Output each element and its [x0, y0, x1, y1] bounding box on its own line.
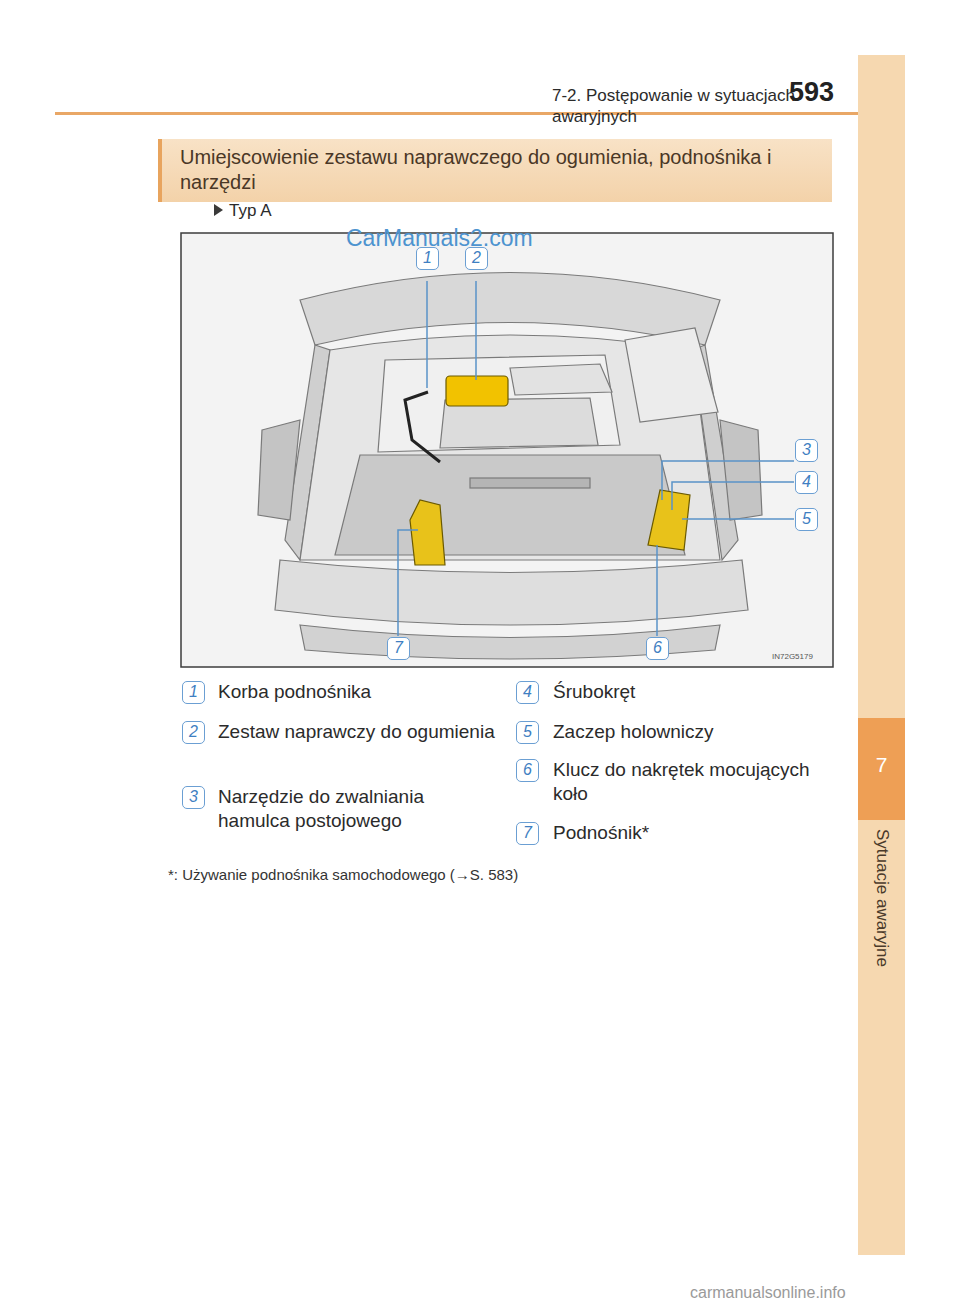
part-name: Zestaw naprawczy do ogumienia: [218, 720, 496, 744]
callout-number: 1: [182, 681, 205, 704]
illustration-part: [275, 560, 748, 625]
illustration-part: [258, 273, 762, 660]
illustration-part: [398, 281, 794, 636]
illustration-part: [214, 204, 223, 216]
variant-label: Typ A: [229, 200, 329, 221]
footnote: *: Używanie podnośnika samochodowego (→S…: [168, 866, 728, 885]
illustration-part: [510, 364, 612, 395]
callout-number: 4: [795, 471, 818, 494]
illustration-part: [475, 281, 477, 380]
section-heading: Umiejscowienie zestawu naprawczego do og…: [158, 139, 832, 202]
illustration-part: [181, 233, 833, 667]
callout-number: 2: [465, 247, 488, 270]
illustration-part: [858, 718, 905, 820]
chapter-title: Sytuacje awaryjne: [872, 829, 893, 967]
illustration-part: [426, 281, 428, 388]
illustration-part: [858, 55, 905, 1255]
chapter-number: 7: [858, 752, 905, 778]
part-name: Śrubokręt: [553, 680, 833, 704]
callout-number: 1: [416, 247, 439, 270]
illustration-part: [662, 461, 794, 500]
illustration-part: [656, 545, 658, 636]
illustration-part: [410, 500, 445, 565]
illustration-part: [720, 420, 762, 520]
part-name: Klucz do nakrętek mocujących koło: [553, 758, 833, 806]
callout-number: 3: [795, 439, 818, 462]
callout-number: 2: [182, 721, 205, 744]
illustration-part: [682, 518, 794, 520]
figure-code: IN72G5179: [772, 652, 832, 662]
illustration-part: [625, 328, 718, 422]
running-header: 7-2. Postępowanie w sytuacjach awaryjnyc…: [552, 85, 812, 128]
illustration-part: [470, 478, 590, 488]
part-name: Podnośnik*: [553, 821, 833, 845]
callout-number: 4: [516, 681, 539, 704]
illustration-part: [446, 376, 508, 406]
watermark: carmanualsonline.info: [690, 1283, 940, 1303]
callout-number: 3: [182, 786, 205, 809]
callout-number: 5: [795, 508, 818, 531]
callout-number: 7: [516, 822, 539, 845]
part-name: Zaczep holowniczy: [553, 720, 833, 744]
illustration-part: [335, 455, 685, 555]
illustration-part: [55, 112, 858, 115]
callout-number: 7: [387, 637, 410, 660]
page-number: 593: [789, 76, 849, 110]
part-name: Narzędzie do zwalniania hamulca postojow…: [218, 785, 496, 833]
illustration-part: [378, 355, 620, 452]
illustration-part: [398, 530, 418, 636]
callout-number: 6: [516, 759, 539, 782]
part-name: Korba podnośnika: [218, 680, 496, 704]
illustration-part: [648, 490, 690, 550]
callout-number: 6: [646, 637, 669, 660]
illustration-part: [672, 482, 794, 510]
callout-number: 5: [516, 721, 539, 744]
illustration-part: [405, 392, 440, 462]
illustration-part: [258, 420, 300, 520]
